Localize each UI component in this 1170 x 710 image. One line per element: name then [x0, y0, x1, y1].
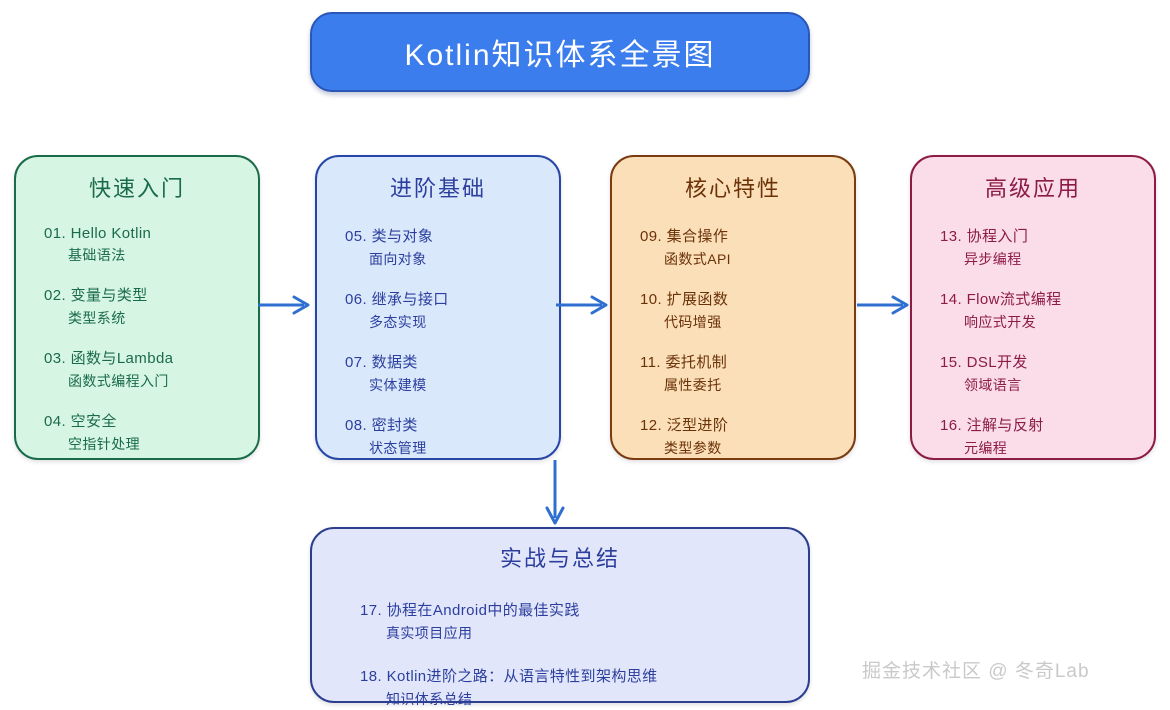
- stage-title-core-features: 核心特性: [684, 176, 781, 201]
- list-item: 10. 扩展函数 代码增强: [640, 288, 844, 332]
- topic-subtitle: 函数式编程入门: [68, 373, 169, 389]
- stage-card-summary: 实战与总结 17. 协程在Android中的最佳实践 真实项目应用 18. Ko…: [310, 527, 810, 707]
- arrow-right-icon: [556, 295, 608, 315]
- topic-title: 09. 集合操作: [640, 228, 729, 245]
- topic-subtitle: 多态实现: [369, 314, 427, 330]
- list-item: 08. 密封类 状态管理: [345, 414, 549, 458]
- list-item: 07. 数据类 实体建模: [345, 351, 549, 395]
- topic-list-core-features: 09. 集合操作 函数式API 10. 扩展函数 代码增强 11. 委托机制 属…: [622, 225, 844, 458]
- topic-title: 12. 泛型进阶: [640, 417, 729, 434]
- topic-title: 10. 扩展函数: [640, 291, 729, 308]
- list-item: 14. Flow流式编程 响应式开发: [940, 288, 1144, 332]
- topic-subtitle: 基础语法: [68, 247, 126, 263]
- stage-title-basics: 进阶基础: [389, 176, 486, 201]
- stage-title-summary: 实战与总结: [499, 546, 620, 571]
- topic-subtitle: 状态管理: [369, 440, 427, 456]
- topic-subtitle: 函数式API: [664, 251, 731, 267]
- topic-subtitle: 异步编程: [964, 251, 1022, 267]
- list-item: 09. 集合操作 函数式API: [640, 225, 844, 269]
- topic-subtitle: 类型系统: [68, 310, 126, 326]
- topic-title: 03. 函数与Lambda: [44, 350, 174, 367]
- page-title: Kotlin知识体系全景图: [404, 39, 716, 72]
- stage-title-quickstart: 快速入门: [88, 176, 185, 201]
- list-item: 15. DSL开发 领域语言: [940, 351, 1144, 395]
- topic-title: 14. Flow流式编程: [940, 291, 1062, 308]
- topic-subtitle: 真实项目应用: [386, 625, 473, 641]
- list-item: 17. 协程在Android中的最佳实践 真实项目应用: [360, 599, 798, 643]
- topic-title: 05. 类与对象: [345, 228, 434, 245]
- topic-title: 01. Hello Kotlin: [44, 225, 152, 242]
- topic-subtitle: 类型参数: [664, 440, 722, 456]
- topic-subtitle: 领域语言: [964, 377, 1022, 393]
- diagram-title-banner: Kotlin知识体系全景图: [310, 12, 810, 92]
- topic-title: 07. 数据类: [345, 354, 418, 371]
- topic-title: 17. 协程在Android中的最佳实践: [360, 602, 580, 619]
- list-item: 01. Hello Kotlin 基础语法: [44, 225, 248, 265]
- topic-title: 16. 注解与反射: [940, 417, 1044, 434]
- topic-list-summary: 17. 协程在Android中的最佳实践 真实项目应用 18. Kotlin进阶…: [322, 599, 798, 709]
- list-item: 06. 继承与接口 多态实现: [345, 288, 549, 332]
- topic-subtitle: 面向对象: [369, 251, 427, 267]
- topic-title: 18. Kotlin进阶之路：从语言特性到架构思维: [360, 668, 658, 685]
- list-item: 13. 协程入门 异步编程: [940, 225, 1144, 269]
- stage-title-advanced: 高级应用: [984, 176, 1081, 201]
- topic-subtitle: 代码增强: [664, 314, 722, 330]
- topic-title: 13. 协程入门: [940, 228, 1029, 245]
- stage-card-quickstart: 快速入门 01. Hello Kotlin 基础语法 02. 变量与类型 类型系…: [14, 155, 260, 460]
- list-item: 05. 类与对象 面向对象: [345, 225, 549, 269]
- topic-subtitle: 知识体系总结: [386, 691, 473, 707]
- list-item: 12. 泛型进阶 类型参数: [640, 414, 844, 458]
- topic-subtitle: 属性委托: [664, 377, 722, 393]
- arrow-right-icon: [258, 295, 310, 315]
- topic-subtitle: 元编程: [964, 440, 1008, 456]
- topic-subtitle: 响应式开发: [964, 314, 1036, 330]
- watermark: 掘金技术社区 @ 冬奇Lab: [862, 661, 1090, 682]
- topic-list-basics: 05. 类与对象 面向对象 06. 继承与接口 多态实现 07. 数据类 实体建…: [327, 225, 549, 458]
- list-item: 04. 空安全 空指针处理: [44, 410, 248, 454]
- topic-title: 06. 继承与接口: [345, 291, 449, 308]
- topic-title: 08. 密封类: [345, 417, 418, 434]
- arrow-right-icon: [857, 295, 909, 315]
- arrow-down-icon: [545, 460, 565, 525]
- topic-title: 04. 空安全: [44, 413, 117, 430]
- topic-subtitle: 空指针处理: [68, 436, 140, 452]
- list-item: 16. 注解与反射 元编程: [940, 414, 1144, 458]
- topic-title: 11. 委托机制: [640, 354, 728, 371]
- list-item: 11. 委托机制 属性委托: [640, 351, 844, 395]
- list-item: 18. Kotlin进阶之路：从语言特性到架构思维 知识体系总结: [360, 665, 798, 709]
- topic-title: 15. DSL开发: [940, 354, 1028, 371]
- topic-subtitle: 实体建模: [369, 377, 427, 393]
- topic-list-quickstart: 01. Hello Kotlin 基础语法 02. 变量与类型 类型系统 03.…: [26, 225, 248, 454]
- list-item: 03. 函数与Lambda 函数式编程入门: [44, 347, 248, 391]
- list-item: 02. 变量与类型 类型系统: [44, 284, 248, 328]
- topic-title: 02. 变量与类型: [44, 287, 148, 304]
- stage-card-basics: 进阶基础 05. 类与对象 面向对象 06. 继承与接口 多态实现 07. 数据…: [315, 155, 561, 460]
- stage-card-advanced: 高级应用 13. 协程入门 异步编程 14. Flow流式编程 响应式开发 15…: [910, 155, 1156, 460]
- stage-card-core-features: 核心特性 09. 集合操作 函数式API 10. 扩展函数 代码增强 11. 委…: [610, 155, 856, 460]
- topic-list-advanced: 13. 协程入门 异步编程 14. Flow流式编程 响应式开发 15. DSL…: [922, 225, 1144, 458]
